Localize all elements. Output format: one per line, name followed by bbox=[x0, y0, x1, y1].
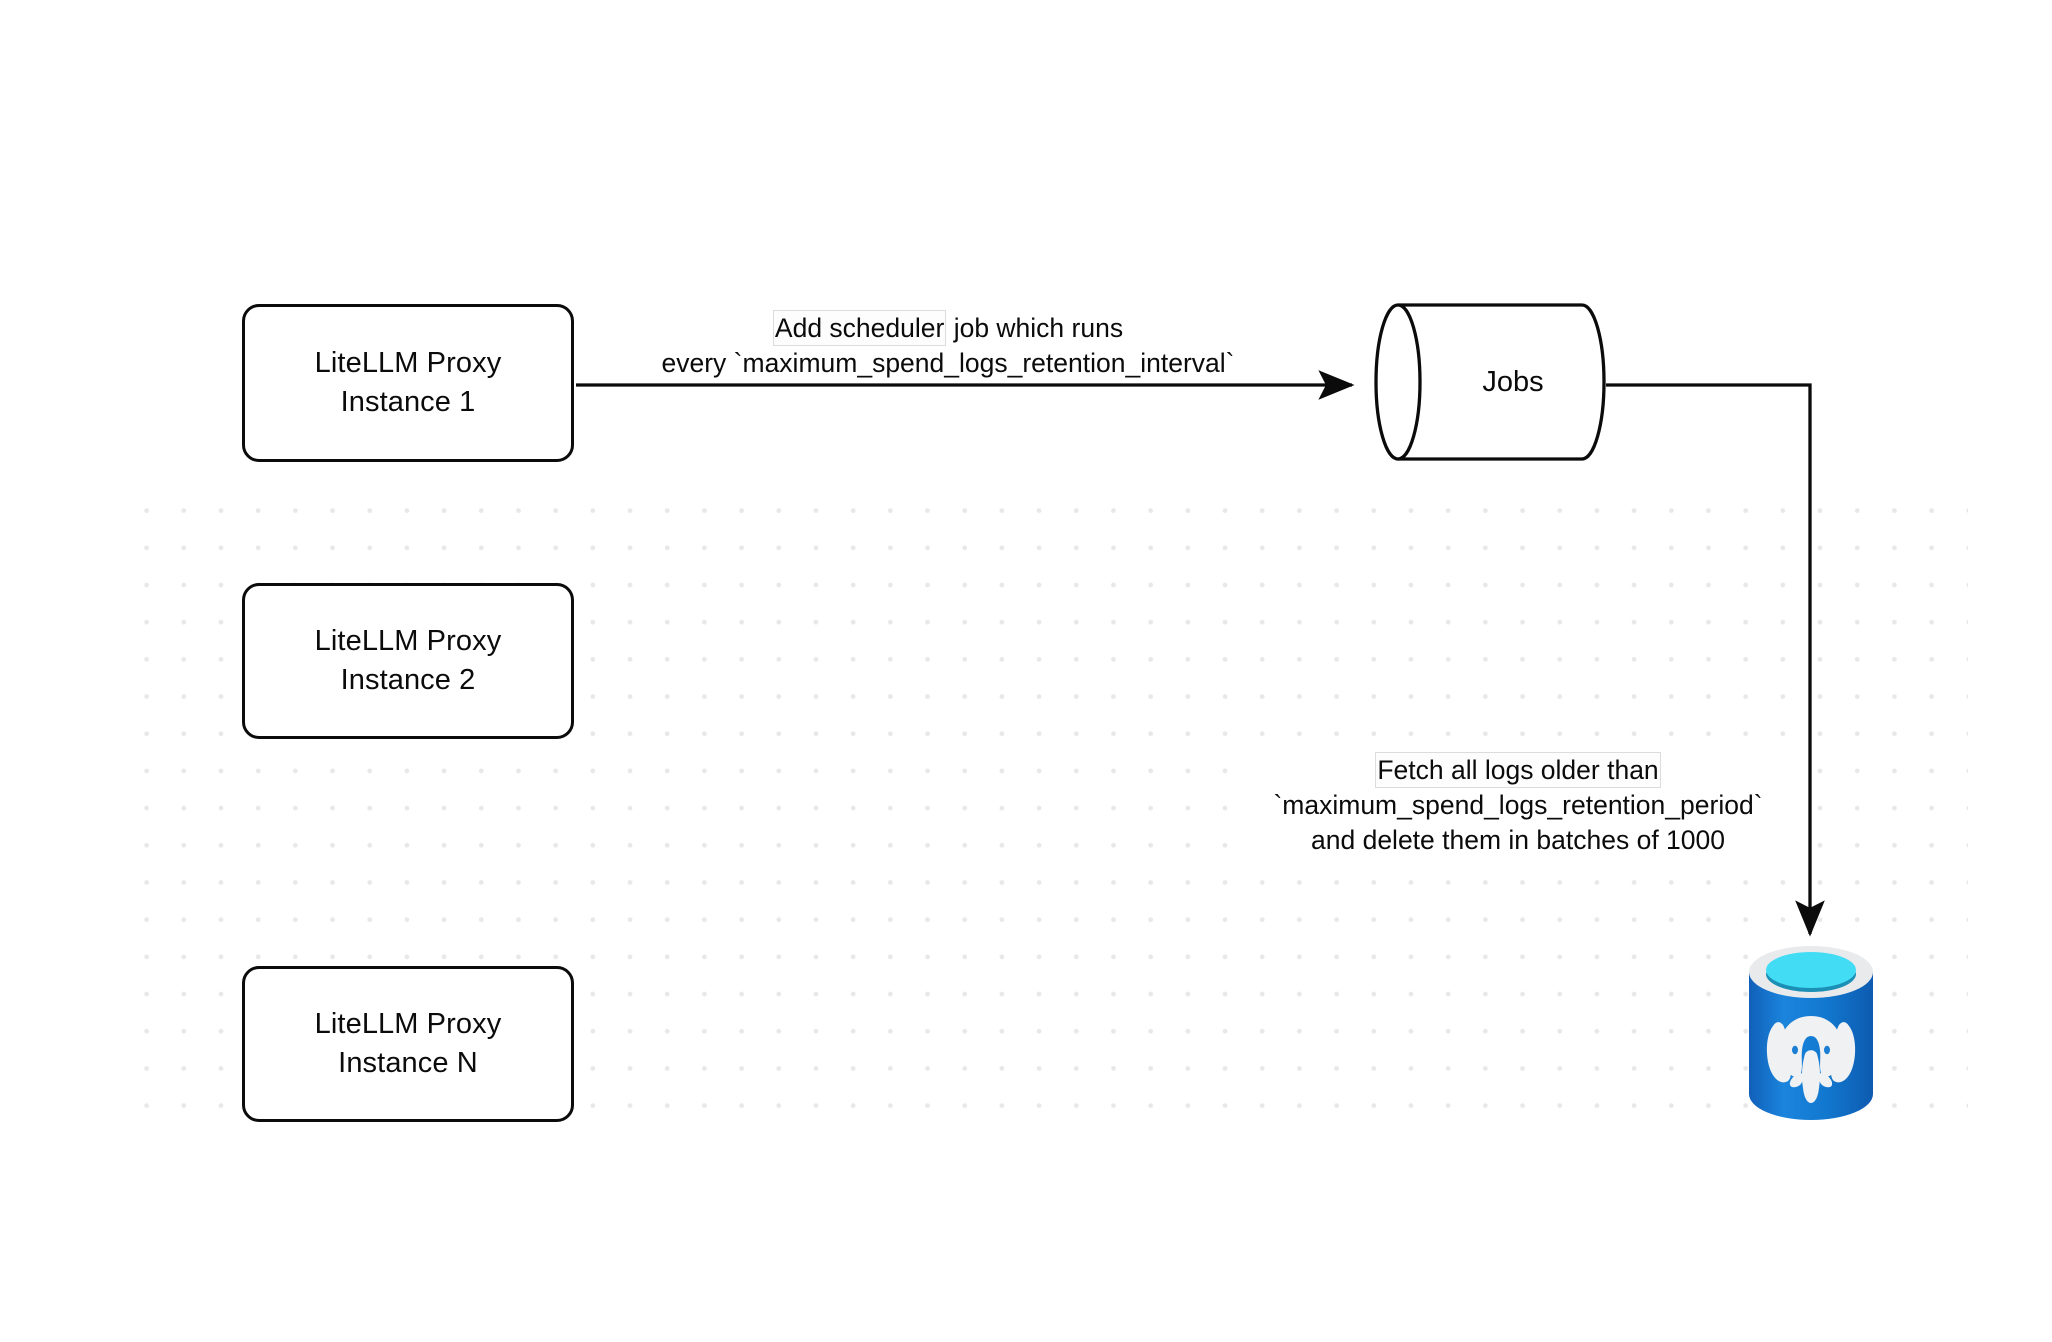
edge-label-line1: Add scheduler job which runs bbox=[598, 310, 1298, 347]
postgresql-elephant-icon bbox=[1749, 946, 1873, 1120]
edge-label-fetch: Fetch all logs older than `maximum_spend… bbox=[1238, 752, 1798, 858]
node-litellm-proxy-instance-2[interactable]: LiteLLM Proxy Instance 2 bbox=[242, 583, 574, 739]
edge-label-line2: every `maximum_spend_logs_retention_inte… bbox=[661, 348, 1235, 379]
node-label-line2: Instance N bbox=[338, 1047, 478, 1079]
edge-label-line2: `maximum_spend_logs_retention_period` bbox=[1273, 790, 1763, 821]
node-label-line1: LiteLLM Proxy bbox=[314, 624, 502, 657]
edge-label-line1: Fetch all logs older than bbox=[1238, 752, 1798, 789]
node-jobs-queue[interactable]: Jobs bbox=[1374, 303, 1606, 461]
edge-label-line1-rest: job which runs bbox=[946, 313, 1124, 343]
node-litellm-proxy-instance-1[interactable]: LiteLLM Proxy Instance 1 bbox=[242, 304, 574, 462]
node-label-line2: Instance 1 bbox=[340, 386, 476, 418]
jobs-cylinder-shape bbox=[1374, 303, 1606, 461]
edge-label-line3: and delete them in batches of 1000 bbox=[1311, 824, 1725, 855]
node-postgres-database[interactable] bbox=[1745, 942, 1877, 1128]
edge-label-highlight: Fetch all logs older than bbox=[1375, 752, 1661, 789]
edge-label-scheduler: Add scheduler job which runs every `maxi… bbox=[598, 310, 1298, 381]
node-label-line1: LiteLLM Proxy bbox=[314, 346, 502, 379]
node-litellm-proxy-instance-n[interactable]: LiteLLM Proxy Instance N bbox=[242, 966, 574, 1122]
node-label-line1: LiteLLM Proxy bbox=[314, 1007, 502, 1040]
node-label-line2: Instance 2 bbox=[340, 664, 476, 696]
edge-label-highlight: Add scheduler bbox=[772, 310, 947, 347]
